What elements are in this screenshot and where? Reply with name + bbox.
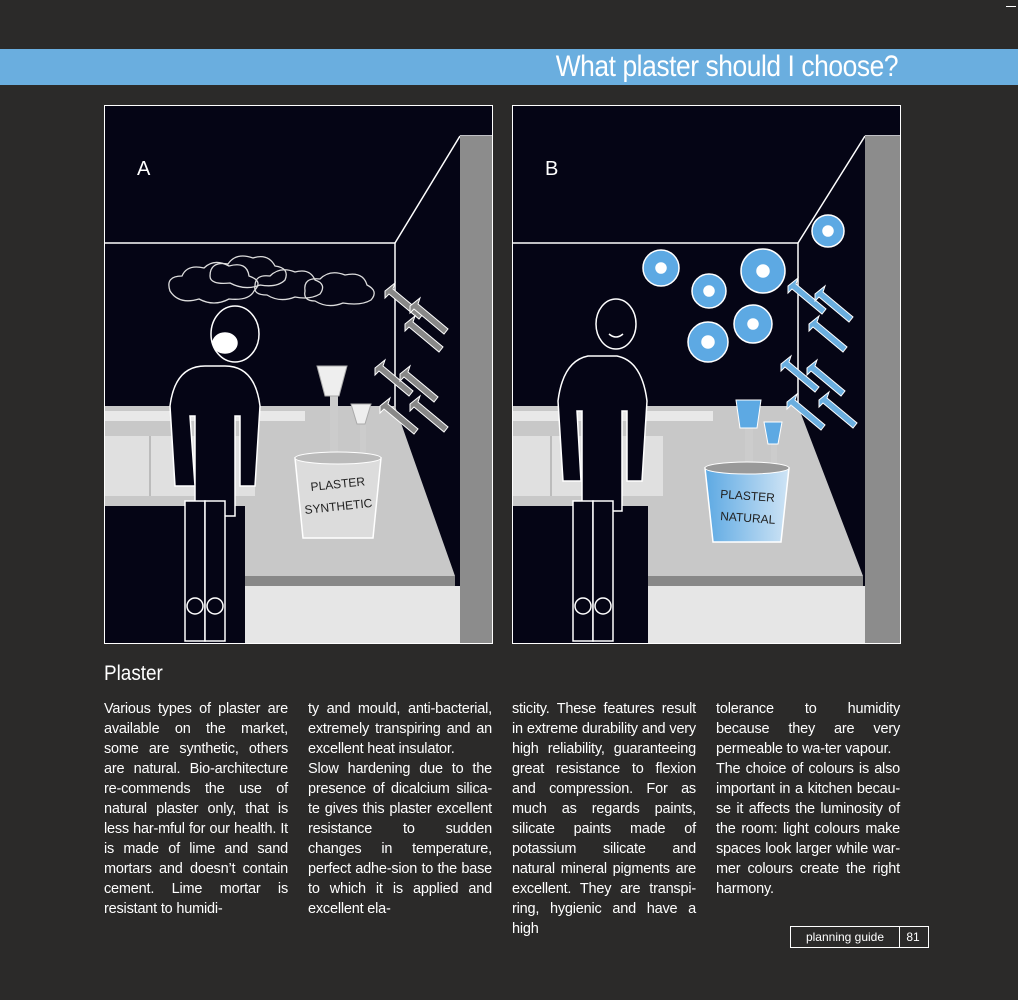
figure-icon — [557, 298, 648, 642]
figure-icon — [169, 305, 261, 642]
title-bar: What plaster should I choose? — [0, 49, 1018, 85]
svg-text:PLASTER: PLASTER — [310, 474, 366, 494]
page-number: 81 — [898, 926, 929, 948]
text-column-2: ty and mould, anti-bacterial, extremely … — [308, 701, 492, 917]
kitchen-scene-b: PLASTER NATURAL — [513, 135, 900, 643]
arrows-icon — [374, 281, 449, 435]
guide-label: planning guide — [790, 926, 900, 948]
text-column-3: sticity. These features result in extrem… — [512, 701, 696, 937]
text-column-1: Various types of plaster are available o… — [104, 701, 288, 917]
bucket-icon: PLASTER SYNTHETIC — [294, 365, 382, 539]
bucket-icon: PLASTER NATURAL — [704, 399, 790, 543]
flowers-icon — [642, 214, 845, 363]
arrows-icon — [780, 276, 858, 431]
svg-text:PLASTER: PLASTER — [720, 487, 776, 505]
kitchen-scene-a: PLASTER SYNTHETIC — [105, 135, 492, 643]
section-title: Plaster — [104, 662, 163, 685]
svg-text:NATURAL: NATURAL — [720, 509, 776, 527]
clouds-icon — [168, 255, 375, 307]
edge-mark — [1006, 6, 1016, 7]
panel-letter-a: A — [137, 158, 151, 180]
text-column-4: tolerance to humidity because they are v… — [716, 701, 900, 897]
panel-letter-b: B — [545, 158, 559, 180]
illustration-panel-b: PLASTER NATURAL B — [512, 105, 901, 644]
page-title: What plaster should I choose? — [555, 50, 899, 83]
illustration-panel-a: PLASTER SYNTHETIC A — [104, 105, 493, 644]
